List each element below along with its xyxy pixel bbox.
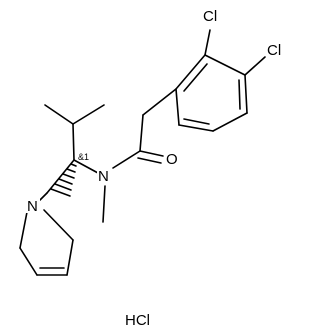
dichlorophenyl-ring (175, 54, 248, 132)
ring-double-bond (183, 63, 208, 92)
pyrroline-ring (19, 209, 74, 276)
n-chiral-c-bond (73, 159, 99, 174)
c-cl-bond (204, 29, 211, 56)
pyrroline-nitrogen-label: N (27, 198, 38, 215)
chemical-structure-diagram: Cl Cl O N N &1 HCl (19, 8, 282, 329)
ring-bond (212, 112, 248, 132)
amide-nitrogen-label: N (98, 168, 109, 185)
ring-bond (19, 247, 38, 276)
oxygen-label: O (166, 151, 178, 168)
chiral-isopropyl-bond (72, 123, 75, 161)
stereo-descriptor: &1 (78, 152, 89, 162)
isopropyl-methyl-bond (72, 104, 105, 125)
carbonyl-double-bond (139, 150, 164, 157)
ring-bond (175, 54, 206, 90)
ring-bond (19, 211, 28, 249)
chiral-ch2-bond (46, 159, 75, 194)
chlorine-label-right: Cl (267, 42, 281, 59)
salt-label: HCl (125, 312, 150, 329)
ch2-n-bond (39, 192, 48, 201)
ring-bond (43, 209, 74, 241)
ring-double-bond (183, 118, 210, 125)
ring-bond (66, 239, 74, 276)
n-methyl-bond (102, 185, 106, 223)
carbonyl-n-bond (112, 150, 141, 169)
hashed-wedge-bond (50, 163, 77, 197)
ring-bond (244, 74, 248, 114)
ch2-bond (142, 88, 177, 116)
ring-bond (178, 124, 214, 132)
ch2-carbonyl-bond (139, 114, 144, 152)
carbonyl-double-bond (137, 157, 162, 164)
ring-bond (204, 54, 246, 76)
ring-bond (175, 88, 180, 126)
ring-double-bond (238, 79, 241, 110)
c-cl-bond (244, 56, 266, 76)
isopropyl-methyl-bond (44, 104, 74, 125)
chlorine-label-top: Cl (203, 8, 217, 25)
